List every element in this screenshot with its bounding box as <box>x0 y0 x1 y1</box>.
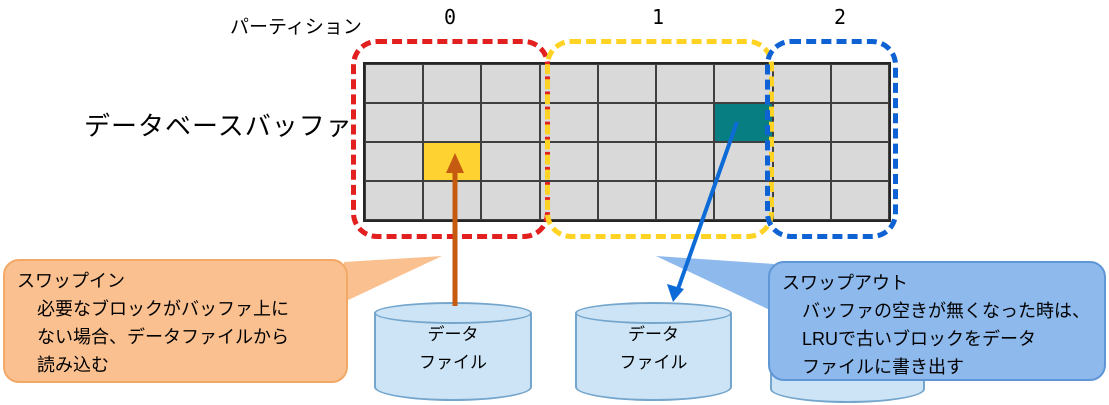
data-file-middle-label: データ ファイル <box>577 313 730 377</box>
data-file-left-label-line1: データ <box>427 325 479 344</box>
swap-out-callout: スワップアウト バッファの空きが無くなった時は、 LRUで古いブロックをデータ … <box>768 261 1106 381</box>
swap-out-title: スワップアウト <box>782 273 908 293</box>
buffer-cell-r2c9 <box>830 103 889 142</box>
buffer-cell-r2c2 <box>423 103 482 142</box>
swap-in-title: スワップイン <box>17 271 125 291</box>
buffer-cell-r1c9 <box>830 64 889 103</box>
swap-out-line-1: バッファの空きが無くなった時は、 <box>802 301 1090 321</box>
partition-0-label: 0 <box>443 5 457 29</box>
partition-1-outline <box>545 39 774 239</box>
buffer-cell-r3c5 <box>597 142 657 181</box>
buffer-cell-r3c9 <box>830 142 889 181</box>
swap-out-arrow-head <box>667 284 684 302</box>
buffer-cell-r1c5 <box>597 64 657 103</box>
buffer-cell-r3c3 <box>481 142 540 181</box>
data-file-cylinder-left: データ ファイル <box>374 302 532 401</box>
buffer-cell-r1c3 <box>481 64 540 103</box>
buffer-cell-r1c8 <box>772 64 831 103</box>
data-file-left-label: データ ファイル <box>376 313 530 377</box>
buffer-cell-r4c5 <box>597 181 657 220</box>
buffer-cell-r1c1 <box>365 64 424 103</box>
buffer-cell-r3c8 <box>772 142 831 181</box>
buffer-cell-r2c1 <box>365 103 424 142</box>
swap-in-line-1: 必要なブロックがバッファ上に <box>37 299 289 319</box>
swap-out-line-3: ファイルに書き出す <box>802 357 964 377</box>
data-file-left-label-line2: ファイル <box>419 353 487 372</box>
buffer-cell-r1c7 <box>714 64 773 103</box>
partition-1-label: 1 <box>651 5 665 29</box>
partition-caption: パーティション <box>230 17 362 38</box>
buffer-cell-r4c2 <box>423 181 482 220</box>
buffer-cell-r2c8 <box>772 103 831 142</box>
partition-0-outline <box>351 39 550 239</box>
buffer-cell-r2c5 <box>597 103 657 142</box>
data-file-middle-label-line1: データ <box>628 325 679 344</box>
swap-in-callout: スワップイン 必要なブロックがバッファ上に ない場合、データファイルから 読み込… <box>3 259 348 383</box>
partition-2-outline <box>765 39 898 239</box>
buffer-cell-r3c1 <box>365 142 424 181</box>
swap-in-callout-tail <box>344 256 442 302</box>
buffer-cell-r2c3 <box>481 103 540 142</box>
buffer-cell-r1c2 <box>423 64 482 103</box>
swap-in-line-2: ない場合、データファイルから <box>37 327 289 347</box>
database-buffer-caption: データベースバッファ <box>84 111 353 141</box>
data-file-middle-label-line2: ファイル <box>619 353 688 372</box>
buffer-cell-r1c6 <box>656 64 715 103</box>
data-file-cylinder-middle: データ ファイル <box>575 302 732 401</box>
partition-2-label: 2 <box>833 5 847 29</box>
swap-in-line-3: 読み込む <box>37 355 109 375</box>
swap-out-line-2: LRUで古いブロックをデータ <box>802 329 1037 349</box>
